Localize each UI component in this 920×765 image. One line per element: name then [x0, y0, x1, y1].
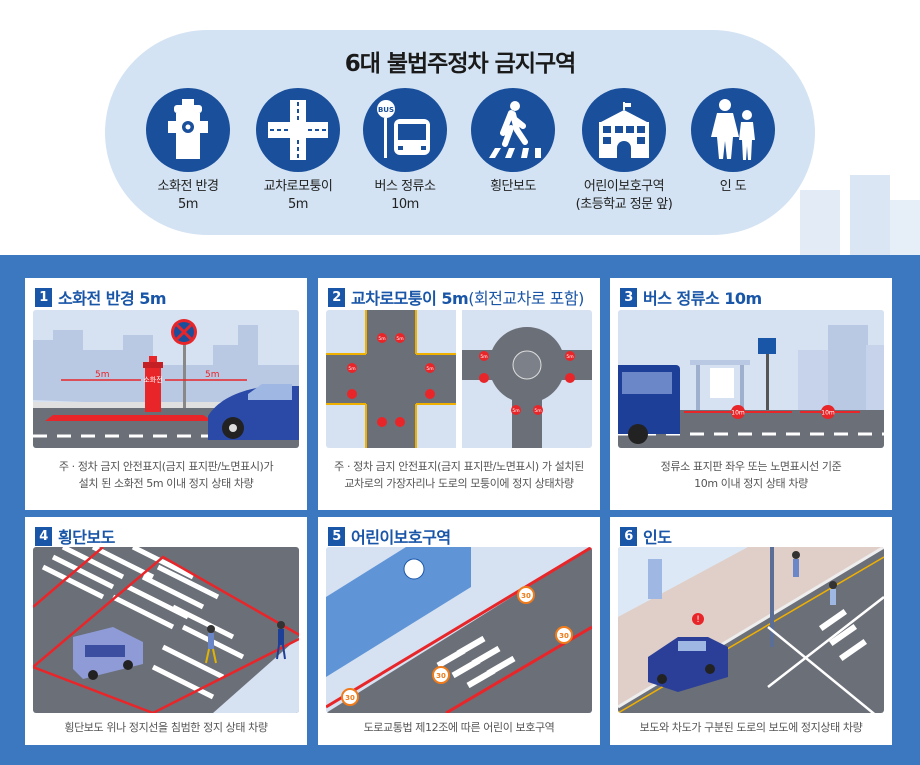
bus-stop-illustration: 10m 10m	[618, 310, 884, 448]
panel-caption: 보도와 차도가 구분된 도로의 보도에 정지상태 차량	[639, 721, 863, 734]
distance-label: 10m	[731, 410, 745, 417]
distance-label: 5m	[512, 408, 519, 414]
panel-subtitle: (회전교차로 포함)	[468, 289, 584, 308]
zone-label: 인 도	[719, 179, 747, 194]
panel-school-zone: 5 어린이보호구역 30 30 30 30 도로교통법 제12조에 따른 어린이 보호구…	[318, 517, 600, 745]
distance-label: 5m	[378, 336, 385, 342]
panel-number: 5	[328, 526, 345, 546]
page-title: 6대 불법주정차 금지구역	[344, 51, 577, 77]
panel-caption: 교차로의 가장자리나 도로의 모퉁이에 정지 상태차량	[344, 477, 574, 490]
panel-title: 횡단보도	[58, 528, 115, 547]
zone-sidewalk: 인 도	[678, 88, 788, 196]
zone-label: 교차로모퉁이	[263, 179, 333, 194]
fire-hydrant-icon	[146, 88, 230, 172]
zone-fire-hydrant: 소화전 반경 5m	[133, 88, 243, 214]
panel-sidewalk: 6 인도 ! 보도와 차도가 구분된 도로의 보도에 정지상태 차량	[610, 517, 892, 745]
panel-title: 어린이보호구역	[351, 528, 451, 547]
panel-caption: 주 · 정차 금지 안전표지(금지 표지판/노면표시)가	[58, 460, 274, 473]
zone-bus-stop: BUS 버스 정류소 10m	[350, 88, 460, 214]
panel-intersection: 2 교차로모퉁이 5m(회전교차로 포함) 5m 5m 5m 5m 5m 5m 5m 5m 주 …	[318, 278, 600, 510]
sidewalk-illustration: !	[618, 547, 884, 713]
panel-title: 인도	[643, 528, 672, 547]
panel-caption: 10m 이내 정지 상태 차량	[694, 477, 808, 490]
zone-distance: (초등학교 정문 앞)	[575, 197, 673, 212]
distance-label: 5m	[95, 370, 110, 380]
distance-label: 5m	[566, 354, 573, 360]
panel-title: 소화전 반경 5m	[58, 289, 167, 308]
speed-limit-label: 30	[436, 672, 446, 680]
panel-caption: 정류소 표지판 좌우 또는 노면표시선 기준	[660, 460, 842, 473]
details-section: 1 소화전 반경 5m 소화전 5m 5m 주 · 정차 금지 안전표지(금지 표…	[0, 255, 920, 765]
distance-label: 5m	[205, 370, 220, 380]
panel-title: 버스 정류소 10m	[643, 289, 762, 308]
speed-limit-label: 30	[521, 592, 531, 600]
school-zone-illustration: 30 30 30 30	[326, 547, 592, 713]
distance-label: 10m	[821, 410, 835, 417]
speed-limit-label: 30	[559, 632, 569, 640]
zone-school: 어린이보호구역 (초등학교 정문 앞)	[569, 88, 679, 214]
panel-caption: 주 · 정차 금지 안전표지(금지 표지판/노면표시) 가 설치된	[334, 460, 584, 473]
panel-fire-hydrant: 1 소화전 반경 5m 소화전 5m 5m 주 · 정차 금지 안전표지(금지 표…	[25, 278, 307, 510]
zone-crosswalk: 횡단보도	[458, 88, 568, 196]
panel-number: 4	[35, 526, 52, 546]
intersection-icon	[256, 88, 340, 172]
zone-label: 횡단보도	[490, 179, 536, 194]
distance-label: 5m	[480, 354, 487, 360]
zone-label: 소화전 반경	[157, 179, 219, 194]
zone-label: 어린이보호구역	[583, 179, 665, 194]
building-decoration	[800, 175, 920, 260]
pedestrian-crossing-icon	[471, 88, 555, 172]
fire-hydrant-illustration: 소화전 5m 5m	[33, 310, 299, 448]
panel-crosswalk: 4 횡단보도 횡단보도 위나 정지선을 침범한 정지 상태 차량	[25, 517, 307, 745]
intersection-illustration: 5m 5m 5m 5m 5m 5m 5m 5m	[326, 310, 592, 448]
distance-label: 5m	[534, 408, 541, 414]
distance-label: 5m	[426, 366, 433, 372]
summary-banner: 6대 불법주정차 금지구역 소화전 반경 5m 교차로모퉁이 5m BUS 버스 정…	[105, 30, 815, 235]
zone-distance: 10m	[391, 197, 419, 212]
zone-distance: 5m	[178, 197, 198, 212]
bus-stop-icon: BUS	[363, 88, 447, 172]
panel-number: 2	[328, 287, 345, 307]
svg-text:BUS: BUS	[378, 106, 394, 114]
panel-caption: 도로교통법 제12조에 따른 어린이 보호구역	[363, 721, 555, 734]
distance-label: 5m	[348, 366, 355, 372]
panel-title: 교차로모퉁이 5m	[351, 289, 469, 308]
zone-distance: 5m	[288, 197, 308, 212]
crosswalk-illustration	[33, 547, 299, 713]
panel-bus-stop: 3 버스 정류소 10m 10m 10m 정류소 표지판 좌우 또는 노면표시선 …	[610, 278, 892, 510]
hydrant-label: 소화전	[143, 375, 162, 384]
panel-caption: 설치 된 소화전 5m 이내 정지 상태 차량	[78, 477, 254, 490]
zone-label: 버스 정류소	[374, 179, 436, 194]
distance-label: 5m	[396, 336, 403, 342]
panel-number: 1	[35, 287, 52, 307]
pedestrians-icon	[691, 88, 775, 172]
panel-number: 6	[620, 526, 637, 546]
school-icon	[582, 88, 666, 172]
header-section: 6대 불법주정차 금지구역 소화전 반경 5m 교차로모퉁이 5m BUS 버스 정…	[0, 0, 920, 260]
zone-intersection: 교차로모퉁이 5m	[243, 88, 353, 214]
panel-number: 3	[620, 287, 637, 307]
svg-text:!: !	[696, 615, 700, 625]
speed-limit-label: 30	[345, 694, 355, 702]
panel-caption: 횡단보도 위나 정지선을 침범한 정지 상태 차량	[64, 721, 268, 734]
